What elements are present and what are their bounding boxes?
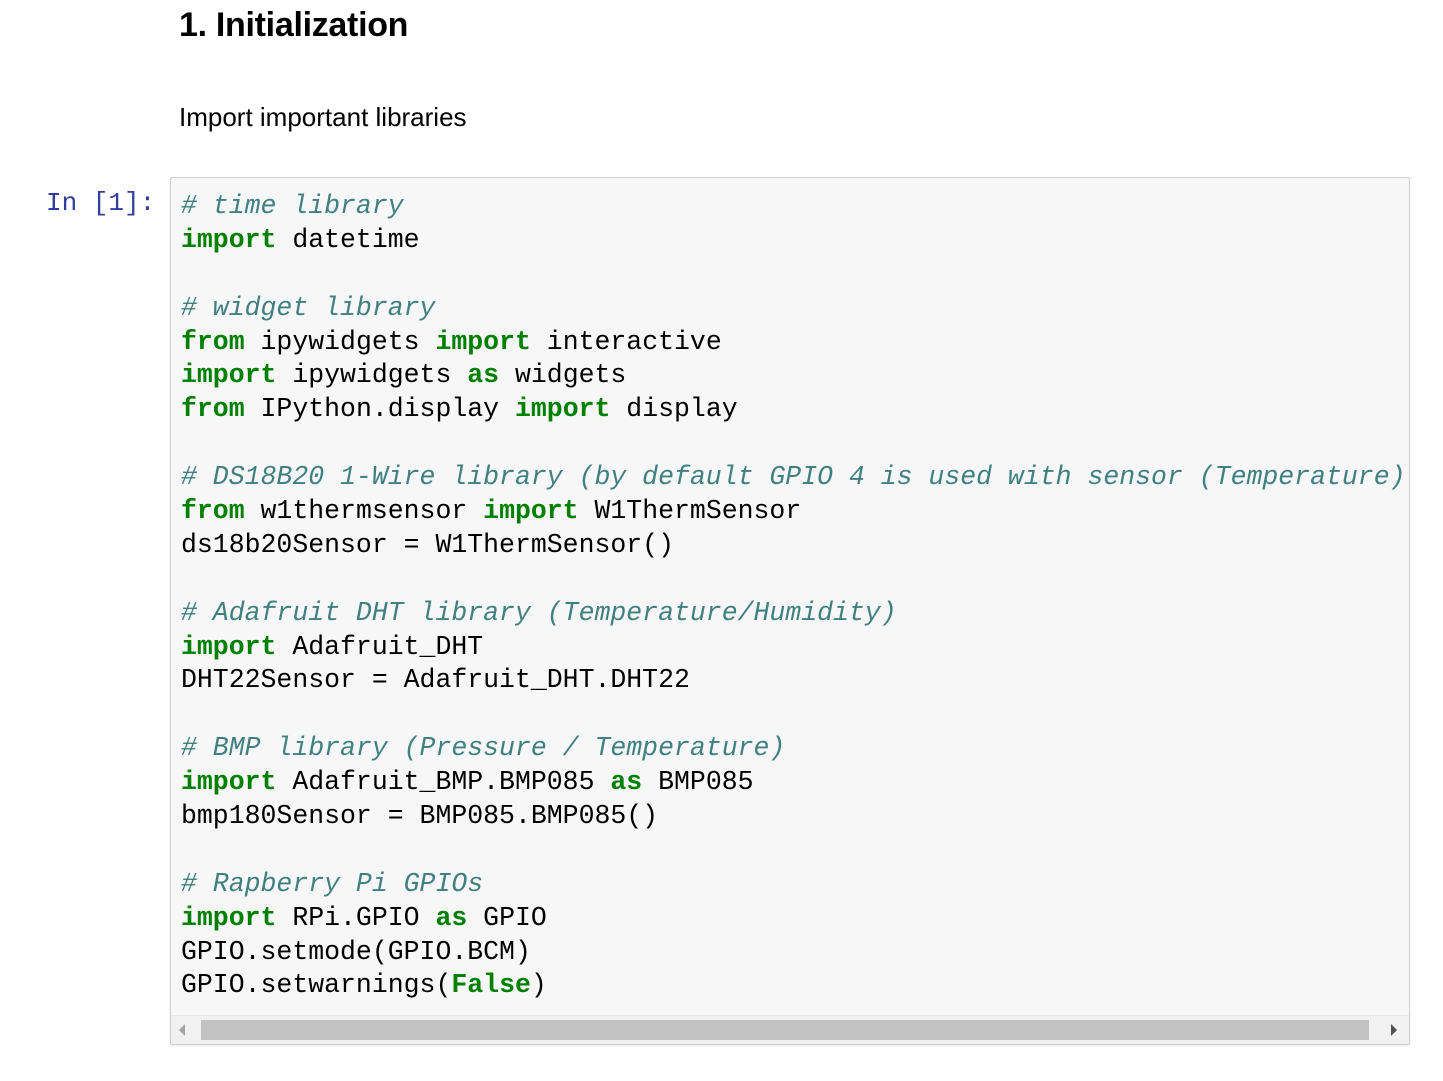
code-line: # Rapberry Pi GPIOs — [181, 868, 1406, 902]
code-line: from ipywidgets import interactive — [181, 326, 1406, 360]
code-line — [181, 258, 1406, 292]
code-comment: # DS18B20 1-Wire library (by default GPI… — [181, 462, 1406, 493]
code-comment: # Rapberry Pi GPIOs — [181, 868, 484, 899]
code-line — [181, 563, 1406, 597]
code-text: datetime — [276, 224, 420, 255]
code-line: GPIO.setwarnings(False) — [181, 969, 1406, 1003]
code-text: display — [610, 394, 738, 425]
code-keyword: import — [514, 394, 611, 425]
code-keyword: import — [181, 631, 277, 662]
code-line — [181, 834, 1406, 868]
code-keyword: import — [483, 496, 579, 527]
section-description: Import important libraries — [179, 102, 467, 132]
code-text: GPIO — [467, 902, 547, 933]
code-text: RPi.GPIO — [276, 902, 436, 933]
code-text: ) — [530, 970, 547, 1001]
code-line: import datetime — [181, 224, 1406, 258]
code-keyword: import — [181, 224, 277, 255]
code-text: ipywidgets — [244, 326, 436, 357]
scrollbar-thumb[interactable] — [201, 1020, 1369, 1040]
code-text: ipywidgets — [276, 360, 468, 391]
code-keyword: from — [181, 496, 245, 527]
code-text: w1thermsensor — [244, 496, 484, 527]
code-line: # BMP library (Pressure / Temperature) — [181, 732, 1406, 766]
code-line: ds18b20Sensor = W1ThermSensor() — [181, 529, 1406, 563]
code-comment: # time library — [181, 191, 404, 221]
code-text: GPIO.setmode(GPIO.BCM) — [181, 936, 531, 967]
code-line — [181, 698, 1406, 732]
section-heading: 1. Initialization — [179, 6, 409, 44]
code-line: # time library — [181, 190, 1406, 224]
cell-input-prompt: In [1]: — [46, 188, 156, 218]
code-text: BMP085 — [642, 767, 754, 798]
code-keyword: as — [435, 902, 468, 933]
scroll-left-icon[interactable] — [179, 1024, 185, 1036]
code-text: IPython.display — [244, 394, 515, 425]
code-keyword: as — [467, 360, 500, 391]
code-keyword: from — [181, 326, 245, 357]
code-text: bmp180Sensor = BMP085.BMP085() — [181, 801, 659, 832]
code-comment: # BMP library (Pressure / Temperature) — [181, 733, 786, 764]
code-text: ds18b20Sensor = W1ThermSensor() — [181, 529, 674, 560]
code-line: # DS18B20 1-Wire library (by default GPI… — [181, 461, 1406, 495]
code-comment: # widget library — [181, 292, 436, 323]
code-line — [181, 427, 1406, 461]
code-line: import Adafruit_BMP.BMP085 as BMP085 — [181, 766, 1406, 800]
code-line: import RPi.GPIO as GPIO — [181, 902, 1406, 936]
code-keyword: import — [181, 902, 277, 933]
code-text: interactive — [530, 326, 722, 357]
code-text: W1ThermSensor — [578, 496, 802, 527]
code-line: # widget library — [181, 292, 1406, 326]
code-text: DHT22Sensor = Adafruit_DHT.DHT22 — [181, 665, 690, 696]
code-keyword: False — [451, 970, 531, 1001]
code-comment: # Adafruit DHT library (Temperature/Humi… — [181, 597, 897, 628]
code-text: GPIO.setwarnings( — [181, 970, 452, 1001]
code-line: import ipywidgets as widgets — [181, 359, 1406, 393]
code-line: GPIO.setmode(GPIO.BCM) — [181, 936, 1406, 970]
code-keyword: as — [610, 767, 643, 798]
code-text: widgets — [499, 360, 627, 391]
code-text: Adafruit_DHT — [276, 631, 484, 662]
code-keyword: import — [181, 767, 277, 798]
code-line: # Adafruit DHT library (Temperature/Humi… — [181, 597, 1406, 631]
code-keyword: import — [435, 326, 531, 357]
code-keyword: import — [181, 360, 277, 391]
scroll-right-icon[interactable] — [1391, 1024, 1397, 1036]
code-text: Adafruit_BMP.BMP085 — [276, 767, 611, 798]
code-line: from IPython.display import display — [181, 393, 1406, 427]
code-line: bmp180Sensor = BMP085.BMP085() — [181, 800, 1406, 834]
horizontal-scrollbar[interactable] — [171, 1015, 1409, 1044]
code-line: DHT22Sensor = Adafruit_DHT.DHT22 — [181, 664, 1406, 698]
code-keyword: from — [181, 394, 245, 425]
code-line: import Adafruit_DHT — [181, 631, 1406, 665]
code-line: from w1thermsensor import W1ThermSensor — [181, 495, 1406, 529]
